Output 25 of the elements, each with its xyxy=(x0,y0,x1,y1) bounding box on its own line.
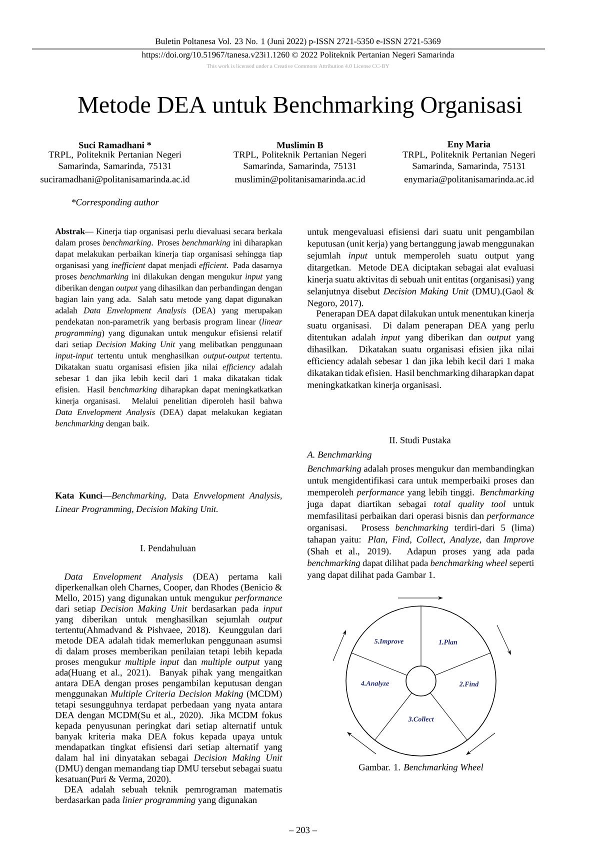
email-address: enymaria@politanisamarinda.ac.id xyxy=(404,176,534,184)
keywords-text: Kata Kunci—Benchmarking, Data Envvelopment Analysis, Linear Programming, Decision Making Unit. xyxy=(55,492,282,514)
corresponding-note: *Corresponding author xyxy=(72,198,159,208)
author-name: Eny Maria xyxy=(448,140,490,150)
email-address: suciramadhani@politanisamarinda.ac.id xyxy=(40,176,190,184)
author-name: Suci Ramadhani * xyxy=(79,142,152,148)
affiliation-text: TRPL, Politeknik Pertanian Negeri Samarinda, Samarinda, 75131 xyxy=(48,151,182,170)
section-heading: I. Pendahuluan xyxy=(140,544,196,552)
body-paragraph: Data Envelopment Analysis (DEA) pertama kali diperkenalkan oleh Charnes, Cooper, dan Rhodes (Benicio & Mello, 2015) yang digunakan untuk mengukur performance dari setiap Decision Making Unit berdasarkan pada input yang diberikan untuk menghasilkan sejumlah output tertentu(Ahmadvand & Pishvaee, 2018). Keunggulan dari metode DEA adalah tidak memerlukan penggunaan asumsi di dalam proses memberikan penilaian tetapi lebih kepada proses mengukur multiple input dan multiple output yang ada(Huang et al., 2021). Banyak pihak yang mengaitkan antara DEA dengan proses pengambilan keputusan dengan menggunakan Multiple Criteria Decision Making (MCDM) tetapi sesungguhnya terdapat perbedaan yang nyata antara DEA dengan MCDM(Su et al., 2020). Jika MCDM fokus kepada penyusunan peringkat dari setiap alternatif untuk banyak kriteria maka DEA fokus kepada upaya untuk mendapatkan tingkat efisiensi dari setiap alternatif yang dalam hal ini dinyatakan sebagai Decision Making Unit (DMU) dengan memandang tiap DMU tersebut sebagai suatu kesatuan(Puri & Verma, 2020). xyxy=(55,573,282,784)
author-name: Muslimin B xyxy=(276,142,324,148)
hub-circle xyxy=(406,666,436,696)
body-paragraph: Benchmarking adalah proses mengukur dan membandingkan untuk mengidentifikasi cara untuk memperbaiki proses dan memperoleh performance yang lebih tinggi. Benchmarking juga dapat diartikan sebagai total quality tool untuk memfasilitasi perbaikan dari operasi bisnis dan performance organisasi. Prosess benchmarking terdiri-dari 5 (lima) tahapan yaitu: Plan, Find, Collect, Analyze, dan Improve (Shah et al., 2019). Adapun proses yang ada pada benchmarking dapat dilihat pada benchmarking wheel seperti yang dapat dilihat pada Gambar 1. xyxy=(306,465,534,580)
wheel-outline xyxy=(346,606,496,756)
email-address: muslimin@politanisamarinda.ac.id xyxy=(234,176,366,184)
figure-caption: Gambar. 1. Benchmarking Wheel xyxy=(359,764,484,772)
body-paragraph: Penerapan DEA dapat dilakukan untuk menentukan kinerja suatu organisasi. Di dalam penerapan DEA yang perlu ditentukan adalah input yang diberikan dan output yang dihasilkan. Dikatakan suatu organisasi efisien jika nilai efficiency adalah sebesar 1 dan jika lebih kecil dari 1 maka dikatakan tidak efisien. Hasil benchmarking diharapkan dapat meningkatkatkan kinerja organisasi. xyxy=(307,310,534,390)
page-number: – 203 – xyxy=(289,826,318,834)
paper-title: Metode DEA untuk Benchmarking Organisasi xyxy=(78,96,522,118)
subsection-heading: A. Benchmarking xyxy=(306,451,372,460)
body-paragraph: DEA adalah sebuah teknik pemrograman matematis berdasarkan pada linier programming yang digunakan xyxy=(55,786,282,805)
body-paragraph: untuk mengevaluasi efisiensi dari suatu unit pengambilan keputusan (unit kerja) yang bertanggung jawab menggunakan sejumlah input untuk memperoleh suatu output yang ditargetkan. Metode DEA diciptakan sebagai alat evaluasi kinerja suatu aktivitas di sebuah unit entitas (organisasi) yang selanjutnya disebut Decision Making Unit (DMU).(Gaol & Negoro, 2017). xyxy=(307,228,534,308)
journal-header: Buletin Poltanesa Vol. 23 No. 1 (Juni 2022) p-ISSN 2721-5350 e-ISSN 2721-5369 xyxy=(155,38,441,46)
section-heading: II. Studi Pustaka xyxy=(389,436,451,444)
abstract-paragraph: Abstrak— Kinerja tiap organisasi perlu dievaluasi secara berkala dalam proses benchmarking. Proses benchmarking ini diharapkan dapat melakukan perbaikan kinerja tiap organisasi sehingga tiap organisasi yang inefficient dapat menjadi efficient. Pada dasarnya proses benchmarking ini dilakukan dengan mengukur input yang diberikan dengan output yang dihasilkan dan perbandingan dengan bagian lain yang ada. Salah satu metode yang dapat digunakan adalah Data Envelopment Analysis (DEA) yang merupakan pendekatan non-parametrik yang berbasis program linear (linear programming) yang digunakan untuk mengukur efisiensi relatif dari setiap Decision Making Unit yang melibatkan penggunaan input-input tertentu untuk menghasilkan output-output tertentu. Dikatakan suatu organisasi efisien jika nilai efficiency adalah sebesar 1 dan jika lebih kecil dari 1 maka dikatakan tidak efisien. Hasil benchmarking diharapkan dapat meningkatkatkan kinerja organisasi. Melalui penelitian diperoleh hasil bahwa Data Envelopment Analysis (DEA) dapat melakukan kegiatan benchmarking dengan baik. xyxy=(54,228,282,428)
doi-line: https://doi.org/10.51967/tanesa.v23i1.1260 © 2022 Politeknik Pertanian Negeri Samarinda xyxy=(142,52,454,60)
